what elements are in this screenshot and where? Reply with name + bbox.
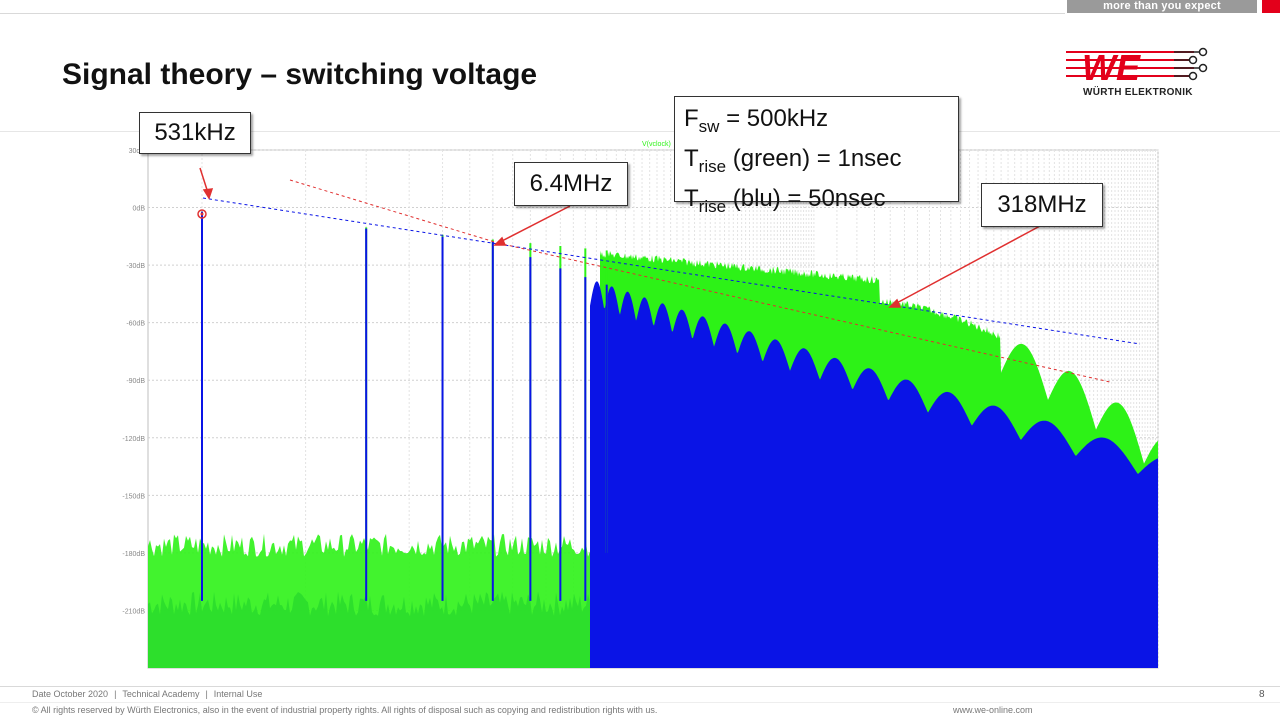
envelope-red-slope xyxy=(289,179,499,244)
callout-arrows xyxy=(199,167,1041,308)
y-tick-label: -120dB xyxy=(122,436,145,443)
page-number: 8 xyxy=(1259,689,1265,700)
green-floor-path xyxy=(148,533,640,668)
envelope-red-slope-2 xyxy=(497,242,1111,383)
footer-date: Date October 2020 xyxy=(32,689,109,699)
y-tick-label: 0dB xyxy=(133,206,146,213)
trise-blu-line: Trise (blu) = 50nsec xyxy=(684,184,886,216)
footer-divider xyxy=(0,686,1280,687)
footer-website[interactable]: www.we-online.com xyxy=(953,705,1033,715)
y-tick-label: -210dB xyxy=(122,608,145,615)
y-tick-labels: 30dB 0dB -30dB -60dB -90dB -120dB -150dB -180dB… xyxy=(122,148,145,615)
fsw-line: Fsw = 500kHz xyxy=(684,105,829,136)
envelope-lines xyxy=(202,179,1141,383)
logo-mark: WE xyxy=(1082,47,1141,88)
top-divider xyxy=(0,13,1065,14)
brand-tagline: more than you expect xyxy=(1067,0,1257,13)
blue-harmonics xyxy=(201,211,608,601)
footer-academy: Technical Academy xyxy=(122,689,200,699)
blue-spectrum xyxy=(590,281,1158,668)
footer-meta: Date October 2020|Technical Academy|Inte… xyxy=(32,689,263,699)
callout-531khz: 531kHz xyxy=(139,112,251,154)
parameters-box: Fsw = 500kHz Trise (green) = 1nsec Trise… xyxy=(674,96,959,215)
brand-accent-bar xyxy=(1262,0,1280,13)
y-tick-label: -180dB xyxy=(122,551,145,558)
envelope-blu-upper xyxy=(202,197,1141,345)
y-tick-label: -30dB xyxy=(126,263,145,270)
y-tick-label: -90dB xyxy=(126,378,145,385)
slide-title: Signal theory – switching voltage xyxy=(62,58,538,91)
wurth-logo: WE xyxy=(1066,47,1208,88)
footer-rule xyxy=(0,702,1280,703)
trise-green-line: Trise (green) = 1nsec xyxy=(684,144,902,176)
y-tick-label: 30dB xyxy=(129,148,146,155)
header-divider xyxy=(0,131,1280,132)
trace-label: V(vclock) xyxy=(642,141,671,148)
callout-318mhz: 318MHz xyxy=(981,183,1103,227)
y-tick-label: -60dB xyxy=(126,321,145,328)
logo-text: WÜRTH ELEKTRONIK xyxy=(1083,87,1193,98)
footer-copyright: © All rights reserved by Würth Electroni… xyxy=(32,705,658,715)
green-noise-floor xyxy=(148,533,640,668)
footer-usage: Internal Use xyxy=(213,689,263,699)
fundamental-marker xyxy=(197,209,207,219)
callout-6-4mhz: 6.4MHz xyxy=(514,162,628,206)
y-tick-label: -150dB xyxy=(122,493,145,500)
